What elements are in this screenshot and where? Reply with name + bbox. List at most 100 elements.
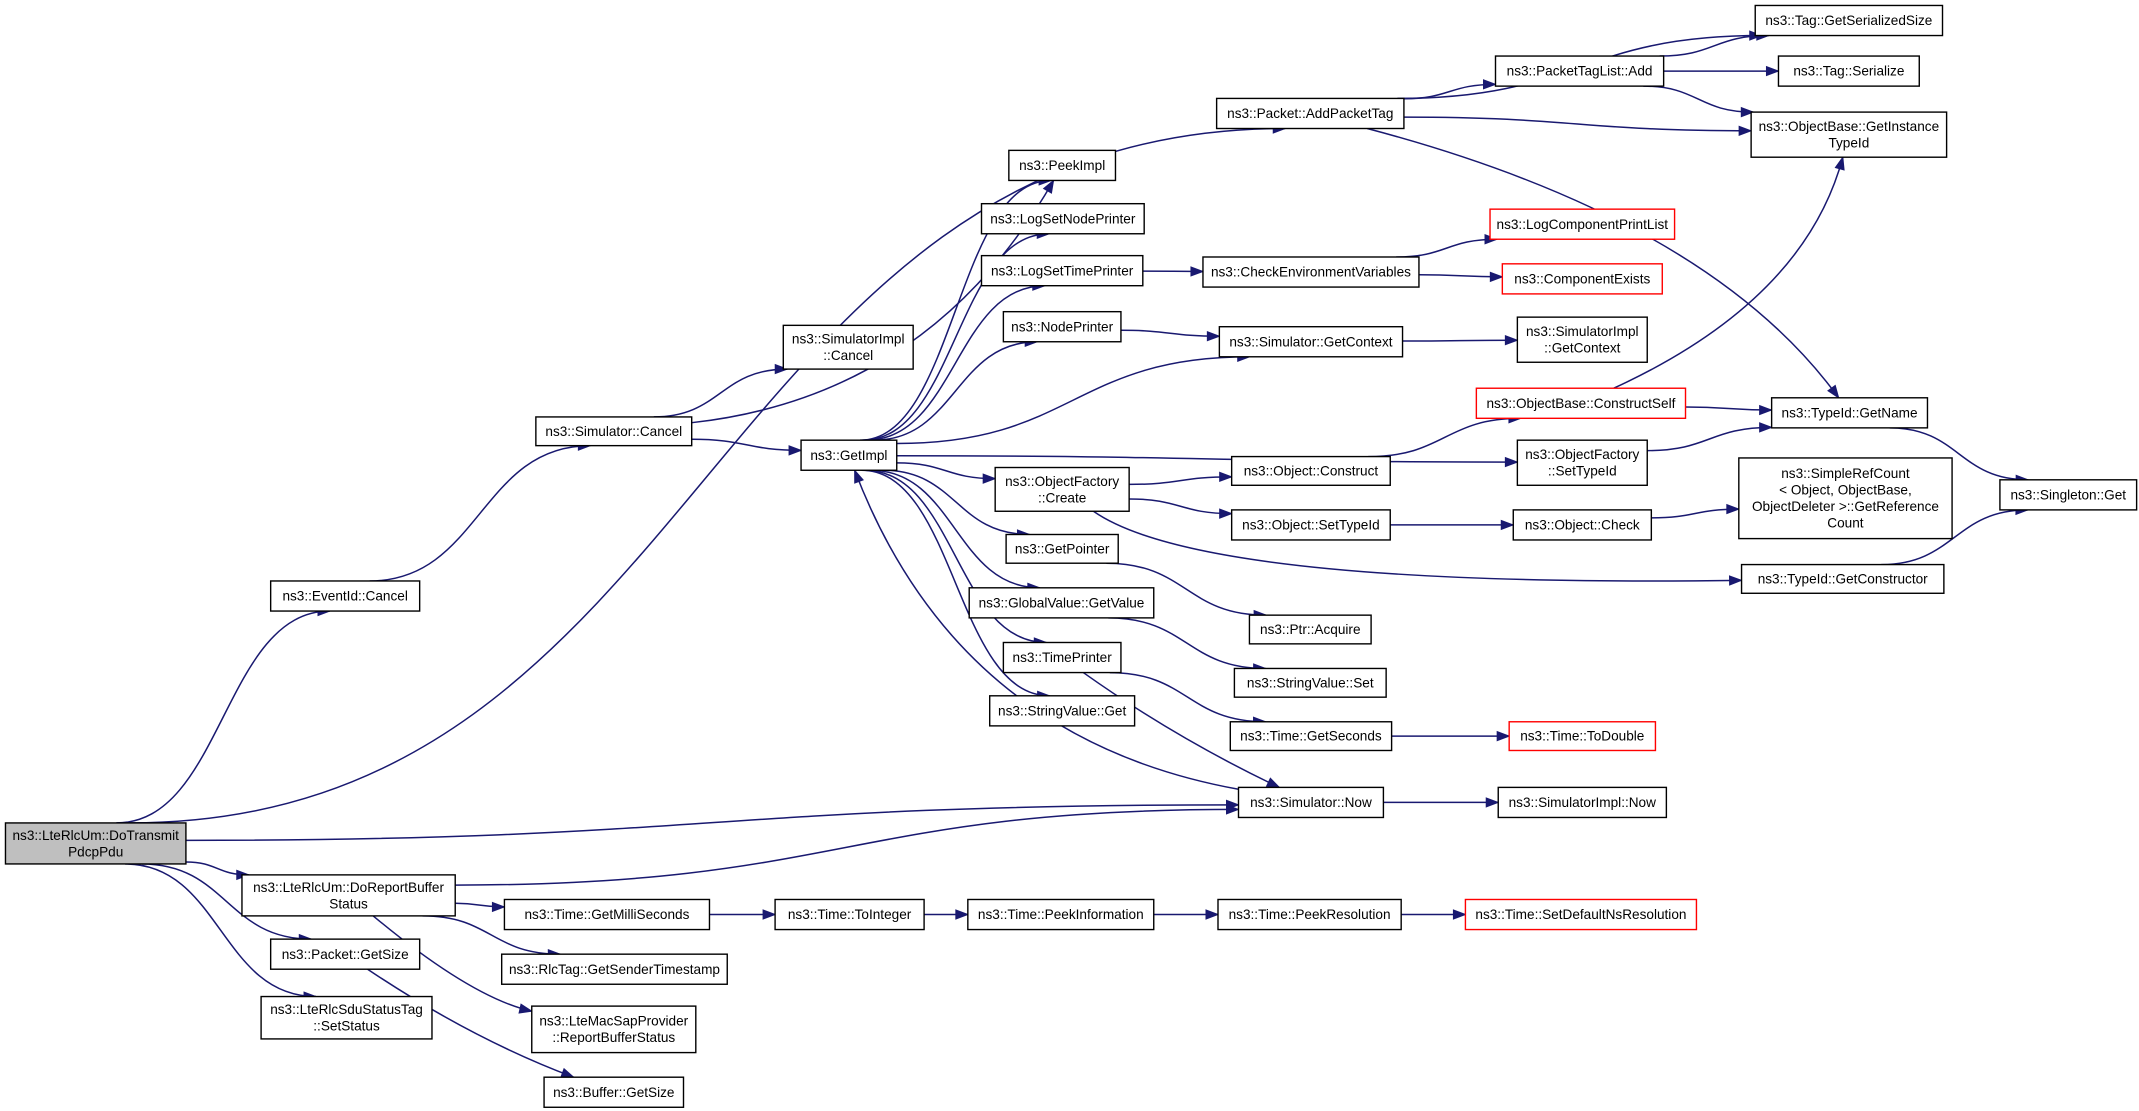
graph-node[interactable]: ns3::LteMacSapProvider::ReportBufferStat… [531,1005,697,1054]
graph-node[interactable]: ns3::Time::ToDouble [1508,721,1657,752]
graph-node[interactable]: ns3::Buffer::GetSize [543,1076,685,1108]
graph-node-label: ns3::Object::SetTypeId [1242,518,1380,533]
graph-node[interactable]: ns3::Time::GetMilliSeconds [503,898,711,931]
graph-node[interactable]: ns3::ObjectFactory::Create [994,466,1130,512]
graph-node[interactable]: ns3::ObjectBase::ConstructSelf [1475,387,1687,420]
graph-node[interactable]: ns3::Time::SetDefaultNsResolution [1464,898,1698,931]
graph-node-label: ::ReportBufferStatus [552,1030,675,1045]
graph-node[interactable]: ns3::Simulator::GetContext [1218,326,1404,358]
graph-node[interactable]: ns3::CheckEnvironmentVariables [1202,256,1420,288]
call-edge-line [1093,510,1742,582]
graph-node-box [1248,614,1372,645]
call-edge-line [1613,157,1844,389]
graph-node[interactable]: ns3::SimulatorImpl::Cancel [782,324,914,370]
call-edge [1367,127,1840,399]
graph-node-box [1230,455,1391,486]
graph-node-label: ns3::Packet::GetSize [282,947,409,962]
graph-node-label: ns3::EventId::Cancel [282,589,407,604]
graph-node[interactable]: ns3::Time::ToInteger [774,898,925,931]
graph-node[interactable]: ns3::GlobalValue::GetValue [968,587,1155,619]
graph-node[interactable]: ns3::GetPointer [1005,533,1119,564]
graph-node[interactable]: ns3::StringValue::Set [1233,667,1387,698]
graph-node[interactable]: ns3::Tag::Serialize [1777,55,1920,87]
call-edge-line [1403,83,1496,100]
graph-node[interactable]: ns3::Packet::GetSize [269,938,421,970]
graph-node[interactable]: ns3::TypeId::GetConstructor [1740,563,1945,594]
graph-node-box [1516,439,1648,486]
graph-node[interactable]: ns3::Object::Check [1512,509,1653,541]
graph-node-box [1002,641,1122,674]
arrowhead-icon [854,468,864,484]
graph-node[interactable]: ns3::SimulatorImpl::Now [1497,786,1668,819]
graph-node-label: PdcpPdu [68,844,123,859]
graph-node[interactable]: ns3::TypeId::GetName [1770,397,1929,429]
graph-node-label: ns3::TypeId::GetName [1782,405,1918,420]
arrowhead-icon [1728,575,1743,586]
call-edge-line [859,179,1052,441]
graph-node[interactable]: ns3::Time::PeekResolution [1217,898,1402,931]
call-edge-line [367,968,574,1078]
graph-node[interactable]: ns3::Object::Construct [1230,455,1391,486]
graph-node[interactable]: ns3::Time::GetSeconds [1229,721,1393,752]
call-edge-line [1403,116,1752,132]
graph-node[interactable]: ns3::Ptr::Acquire [1248,614,1372,645]
call-edge-line [141,863,312,940]
graph-node[interactable]: ns3::LogSetNodePrinter [980,202,1145,235]
graph-node-label: ns3::StringValue::Get [998,703,1126,718]
graph-node[interactable]: ns3::LogComponentPrintList [1489,208,1676,240]
graph-node[interactable]: ns3::PeekImpl [1008,149,1117,182]
arrowhead-icon [1827,384,1840,399]
graph-node-label: ns3::ObjectFactory [1525,447,1639,462]
graph-node-box [531,1005,697,1054]
call-edge-line [864,469,1047,644]
graph-node[interactable]: ns3::EventId::Cancel [269,580,421,612]
graph-node[interactable]: ns3::SimpleRefCount< Object, ObjectBase,… [1738,457,1953,540]
graph-node[interactable]: ns3::Simulator::Now [1237,786,1385,819]
graph-node-label: ns3::LteRlcUm::DoReportBuffer [253,880,444,895]
graph-node-label: ::GetContext [1544,341,1621,356]
graph-node-box [1230,509,1391,541]
graph-node[interactable]: ns3::Tag::GetSerializedSize [1754,4,1944,37]
graph-node[interactable]: ns3::LogSetTimePrinter [980,254,1144,287]
call-edge [691,438,803,456]
call-edge [1651,503,1741,519]
graph-node[interactable]: ns3::TimePrinter [1002,641,1122,674]
graph-node[interactable]: ns3::ObjectFactory::SetTypeId [1516,439,1648,486]
graph-node[interactable]: ns3::Simulator::Cancel [535,416,693,447]
graph-node-label: ns3::ComponentExists [1514,271,1650,286]
graph-node-label: ns3::NodePrinter [1011,319,1113,334]
call-edge [369,440,592,582]
call-edge-line [853,469,1239,791]
graph-node[interactable]: ns3::LteRlcSduStatusTag::SetStatus [260,995,433,1040]
graph-node[interactable]: ns3::GetImpl [800,439,898,471]
graph-node-label: ns3::Time::PeekInformation [978,907,1144,922]
call-edge [1685,404,1774,416]
call-edge-line [1889,427,2029,481]
graph-node-box [774,898,925,931]
graph-node[interactable]: ns3::Packet::AddPacketTag [1215,97,1405,130]
graph-node[interactable]: ns3::RlcTag::GetSenderTimestamp [500,953,728,985]
graph-node-box [1237,786,1385,819]
call-edge [1129,471,1234,486]
graph-node-label: ns3::Time::GetSeconds [1240,729,1382,744]
call-edge [896,462,997,484]
graph-node-label: ns3::SimpleRefCount [1781,466,1910,481]
graph-node-label: ns3::LteMacSapProvider [539,1014,688,1029]
graph-node[interactable]: ns3::PacketTagList::Add [1494,55,1665,87]
graph-node[interactable]: ns3::SimulatorImpl::GetContext [1516,316,1648,363]
graph-node-box [4,822,187,865]
graph-node[interactable]: ns3::NodePrinter [1002,310,1122,343]
graph-node[interactable]: ns3::StringValue::Get [989,695,1136,727]
arrowhead-icon [1482,79,1497,90]
graph-node-label: ns3::Tag::Serialize [1793,64,1904,79]
graph-node[interactable]: ns3::Singleton::Get [1999,479,2138,511]
graph-node-box [1750,111,1948,158]
graph-node-box [967,898,1155,931]
graph-node[interactable]: ns3::Object::SetTypeId [1230,509,1391,541]
graph-node[interactable]: ns3::Time::PeekInformation [967,898,1155,931]
graph-node[interactable]: ns3::ComponentExists [1501,263,1663,295]
arrowhead-icon [1219,508,1234,519]
